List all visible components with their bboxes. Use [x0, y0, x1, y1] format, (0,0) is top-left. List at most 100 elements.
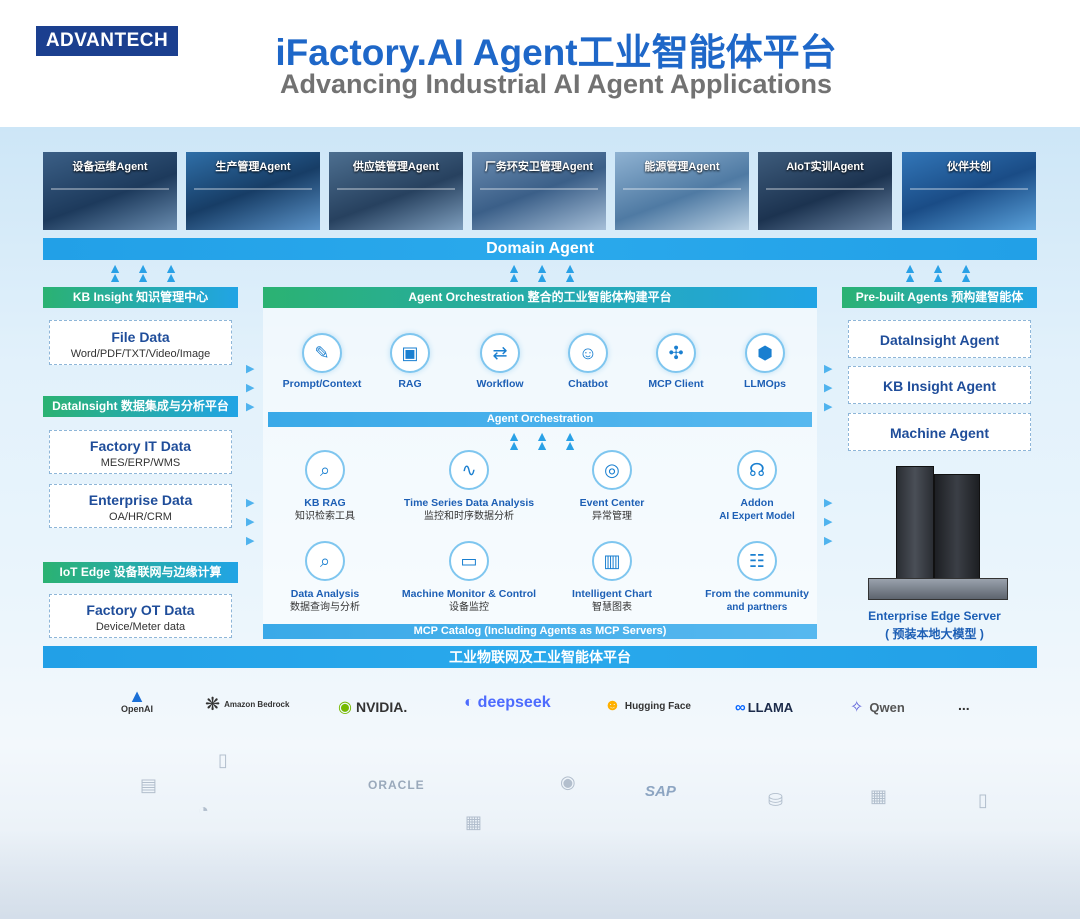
nvidia-eye-icon: ◉: [338, 699, 352, 716]
llama-logo: ∞LLAMA: [735, 699, 794, 716]
pdf-file-icon: ▯: [218, 750, 228, 770]
mcp-catalog-bar: MCP Catalog (Including Agents as MCP Ser…: [263, 624, 817, 639]
server-sub: ( 预装本地大模型 ): [885, 627, 984, 641]
chevron-up-icon: ▲▲: [903, 260, 917, 285]
search-doc-icon: ⌕: [305, 450, 345, 490]
magnifier-icon: ⌕: [305, 541, 345, 581]
right-arrows-right-top: ▶▶▶: [824, 363, 833, 413]
factory-it-title: Factory IT Data: [89, 438, 192, 454]
scenario-card[interactable]: 设备运维Agent: [43, 152, 177, 230]
domain-agent-bar: Domain Agent: [43, 238, 1037, 260]
sap-logo: SAP: [645, 783, 676, 800]
llmops-tool[interactable]: ⬢LLMOps: [715, 333, 815, 390]
right-arrows-right-bottom: ▶▶▶: [824, 497, 833, 547]
chevron-up-icon: ▲▲: [535, 428, 549, 453]
up-arrows-left: ▲▲▲▲▲▲: [103, 260, 183, 285]
openai-icon: ▲: [128, 686, 146, 706]
chevron-up-icon: ▲▲: [164, 260, 178, 285]
datainsight-header: DataInsight 数据集成与分析平台: [43, 396, 238, 417]
word-file-icon: ▤: [140, 775, 158, 795]
deepseek-logo: ◐deepseek: [464, 694, 551, 711]
server-label: Enterprise Edge Server: [868, 609, 1001, 623]
ai-head-icon: ☊: [737, 450, 777, 490]
more-models: ...: [958, 697, 970, 713]
right-arrows-left-top: ▶▶▶: [246, 363, 255, 413]
page-subtitle: Advancing Industrial AI Agent Applicatio…: [279, 69, 833, 99]
hugging-face-icon: ☻: [604, 697, 621, 714]
prompt-context-tool[interactable]: ✎Prompt/Context: [272, 333, 372, 390]
postgres-icon: ◉: [560, 772, 576, 792]
up-arrows-center: ▲▲ ▲▲ ▲▲: [502, 260, 582, 285]
cube-icon: ⬢: [745, 333, 785, 373]
chart-icon: ▥: [592, 541, 632, 581]
scenario-card[interactable]: 生产管理Agent: [186, 152, 320, 230]
chevron-up-icon: ▲▲: [563, 428, 577, 453]
edge-server-image: [866, 466, 1012, 606]
amazon-bedrock-logo: ❋Amazon Bedrock: [205, 694, 290, 714]
agent-orchestration-bar: Agent Orchestration: [268, 412, 812, 427]
network-icon: ✣: [656, 333, 696, 373]
kb-insight-header: KB Insight 知识管理中心: [43, 287, 238, 308]
workflow-icon: ⇄: [480, 333, 520, 373]
meta-icon: ∞: [735, 699, 746, 716]
factory-ot-box: Factory OT Data Device/Meter data: [49, 594, 232, 638]
folder-search-icon: ▣: [390, 333, 430, 373]
up-arrows-inner: ▲▲▲▲▲▲: [502, 428, 582, 453]
bedrock-icon: ❋: [205, 694, 221, 714]
chevron-up-icon: ▲▲: [136, 260, 150, 285]
iot-edge-header: IoT Edge 设备联网与边缘计算: [43, 562, 238, 583]
advantech-logo: ADVANTECH: [36, 26, 178, 56]
kb-insight-agent-box[interactable]: KB Insight Agent: [848, 366, 1031, 404]
openai-logo: ▲ OpenAI: [114, 686, 160, 714]
chevron-up-icon: ▲▲: [563, 260, 577, 285]
enterprise-data-box: Enterprise Data OA/HR/CRM: [49, 484, 232, 528]
orchestration-panel: [263, 308, 817, 638]
scenario-card[interactable]: 能源管理Agent: [615, 152, 749, 230]
right-arrows-left-bottom: ▶▶▶: [246, 497, 255, 547]
chatbot-tool[interactable]: ☺Chatbot: [538, 333, 638, 390]
excel-file-icon: ▦: [465, 812, 483, 832]
orchestration-header: Agent Orchestration 整合的工业智能体构建平台: [263, 287, 817, 308]
scenario-card[interactable]: 供应链管理Agent: [329, 152, 463, 230]
powerpoint-file-icon: ◔: [198, 800, 209, 820]
alarm-icon: ◎: [592, 450, 632, 490]
oracle-logo: ORACLE: [368, 778, 425, 792]
file-data-title: File Data: [111, 329, 170, 345]
chevron-up-icon: ▲▲: [931, 260, 945, 285]
enterprise-data-title: Enterprise Data: [88, 492, 193, 508]
hugging-face-logo: ☻Hugging Face: [604, 697, 691, 714]
scenario-card[interactable]: AIoT实训Agent: [758, 152, 892, 230]
scenario-card[interactable]: 伙伴共创: [902, 152, 1036, 230]
chart-monitor-icon: ∿: [449, 450, 489, 490]
file-data-sub: Word/PDF/TXT/Video/Image: [70, 348, 211, 360]
rag-tool[interactable]: ▣RAG: [360, 333, 460, 390]
prompt-icon: ✎: [302, 333, 342, 373]
platform-bar: 工业物联网及工业智能体平台: [43, 646, 1037, 668]
enterprise-data-sub: OA/HR/CRM: [109, 511, 172, 523]
datainsight-agent-box[interactable]: DataInsight Agent: [848, 320, 1031, 358]
chevron-up-icon: ▲▲: [535, 260, 549, 285]
factory-ot-sub: Device/Meter data: [95, 621, 186, 633]
mcp-client-tool[interactable]: ✣MCP Client: [626, 333, 726, 390]
chatbot-icon: ☺: [568, 333, 608, 373]
prebuilt-agents-header: Pre-built Agents 预构建智能体: [842, 287, 1037, 308]
qwen-icon: ✧: [850, 699, 864, 716]
database-icon: ⛁: [768, 790, 784, 810]
page-title: iFactory.AI Agent工业智能体平台: [275, 32, 837, 73]
chevron-up-icon: ▲▲: [507, 260, 521, 285]
up-arrows-right: ▲▲▲▲▲▲: [898, 260, 978, 285]
workflow-tool[interactable]: ⇄Workflow: [450, 333, 550, 390]
scenario-card[interactable]: 厂务环安卫管理Agent: [472, 152, 606, 230]
factory-ot-title: Factory OT Data: [86, 602, 195, 618]
monitor-icon: ▭: [449, 541, 489, 581]
file-data-box: File Data Word/PDF/TXT/Video/Image: [49, 320, 232, 365]
machine-agent-box[interactable]: Machine Agent: [848, 413, 1031, 451]
